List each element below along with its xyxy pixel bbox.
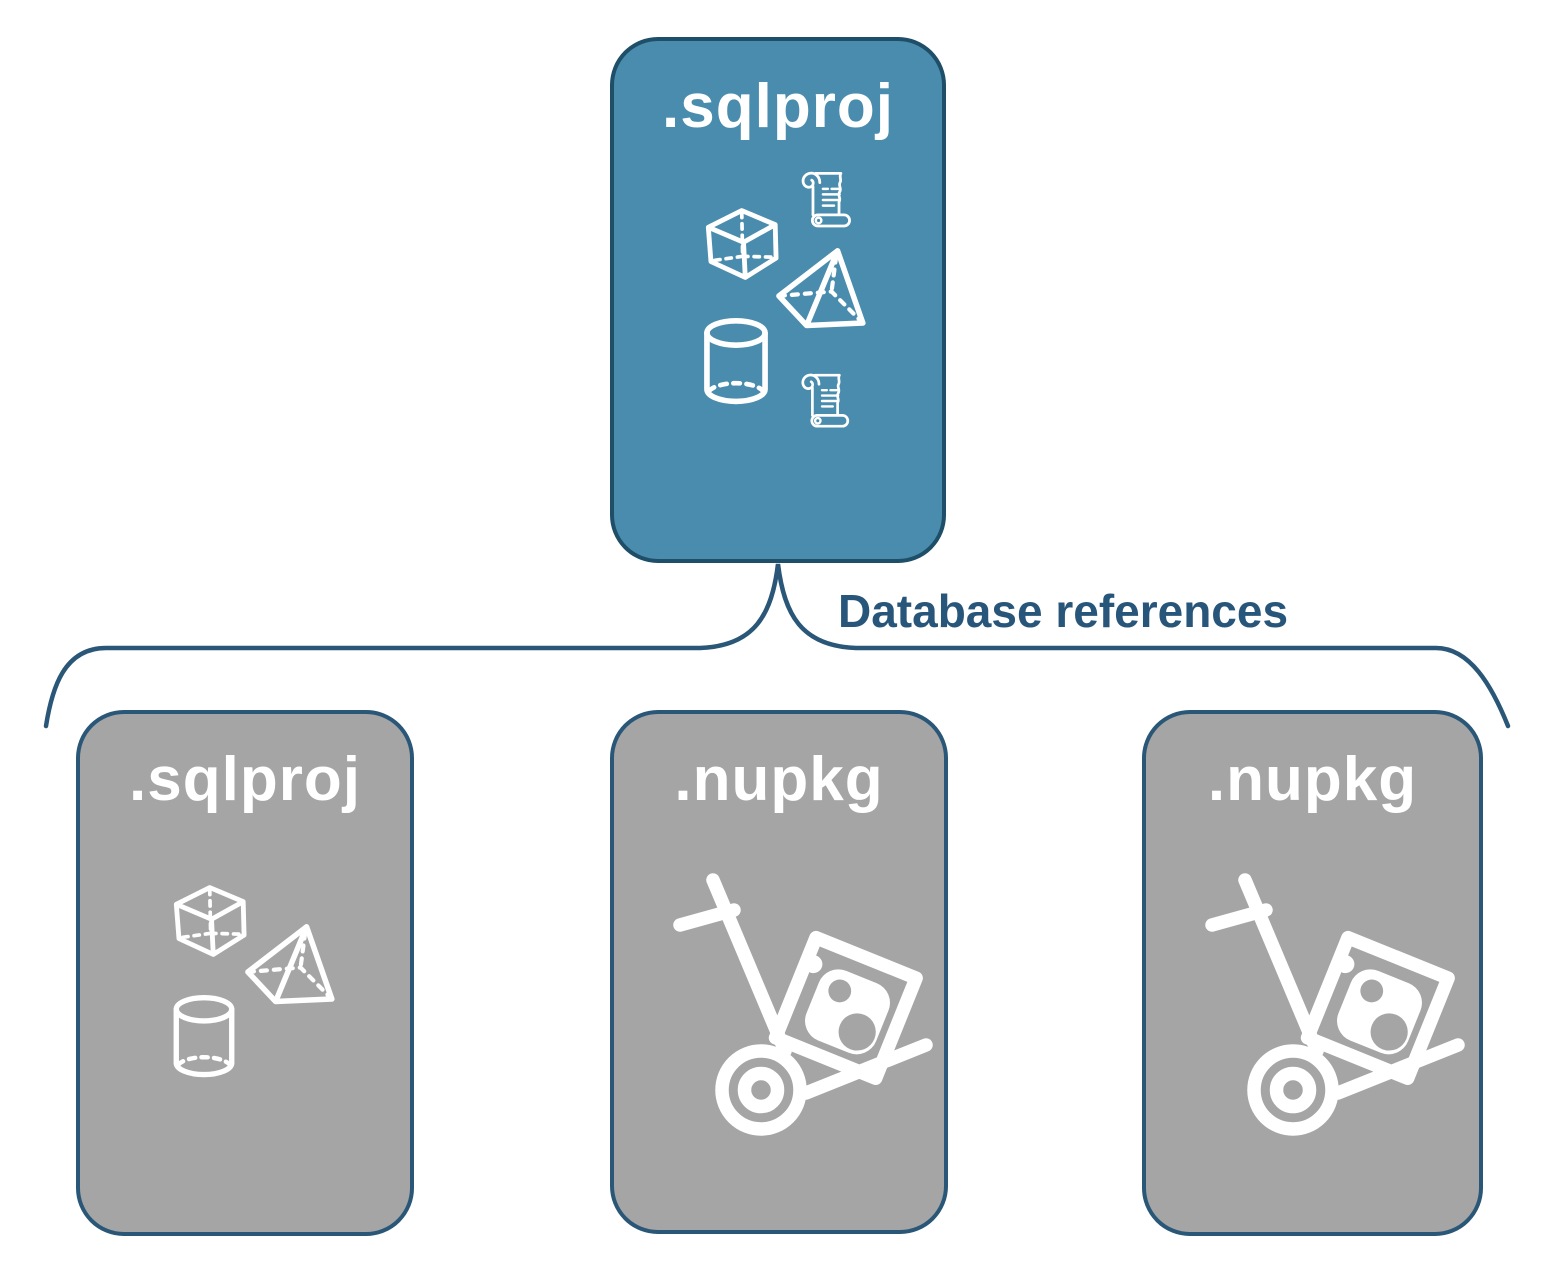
pyramid-icon <box>238 919 350 1019</box>
connector-label: Database references <box>838 585 1289 637</box>
database-cylinder-icon <box>700 317 772 407</box>
package-dolly-icon <box>1188 862 1488 1162</box>
child-nupkg-card-2: .nupkg <box>1142 710 1483 1236</box>
script-scroll-icon <box>801 373 850 428</box>
database-cylinder-icon <box>170 994 238 1080</box>
child-sqlproj-card: .sqlproj <box>76 710 414 1236</box>
child-card-title: .nupkg <box>1207 745 1418 814</box>
child-card-title: .nupkg <box>674 745 884 814</box>
parent-card-title: .sqlproj <box>662 72 894 141</box>
parent-sqlproj-card: .sqlproj <box>610 37 946 563</box>
child-nupkg-card-1: .nupkg <box>610 710 948 1234</box>
script-scroll-icon <box>801 171 851 228</box>
package-dolly-icon <box>656 862 956 1162</box>
pyramid-icon <box>769 243 881 343</box>
child-card-title: .sqlproj <box>129 745 361 814</box>
